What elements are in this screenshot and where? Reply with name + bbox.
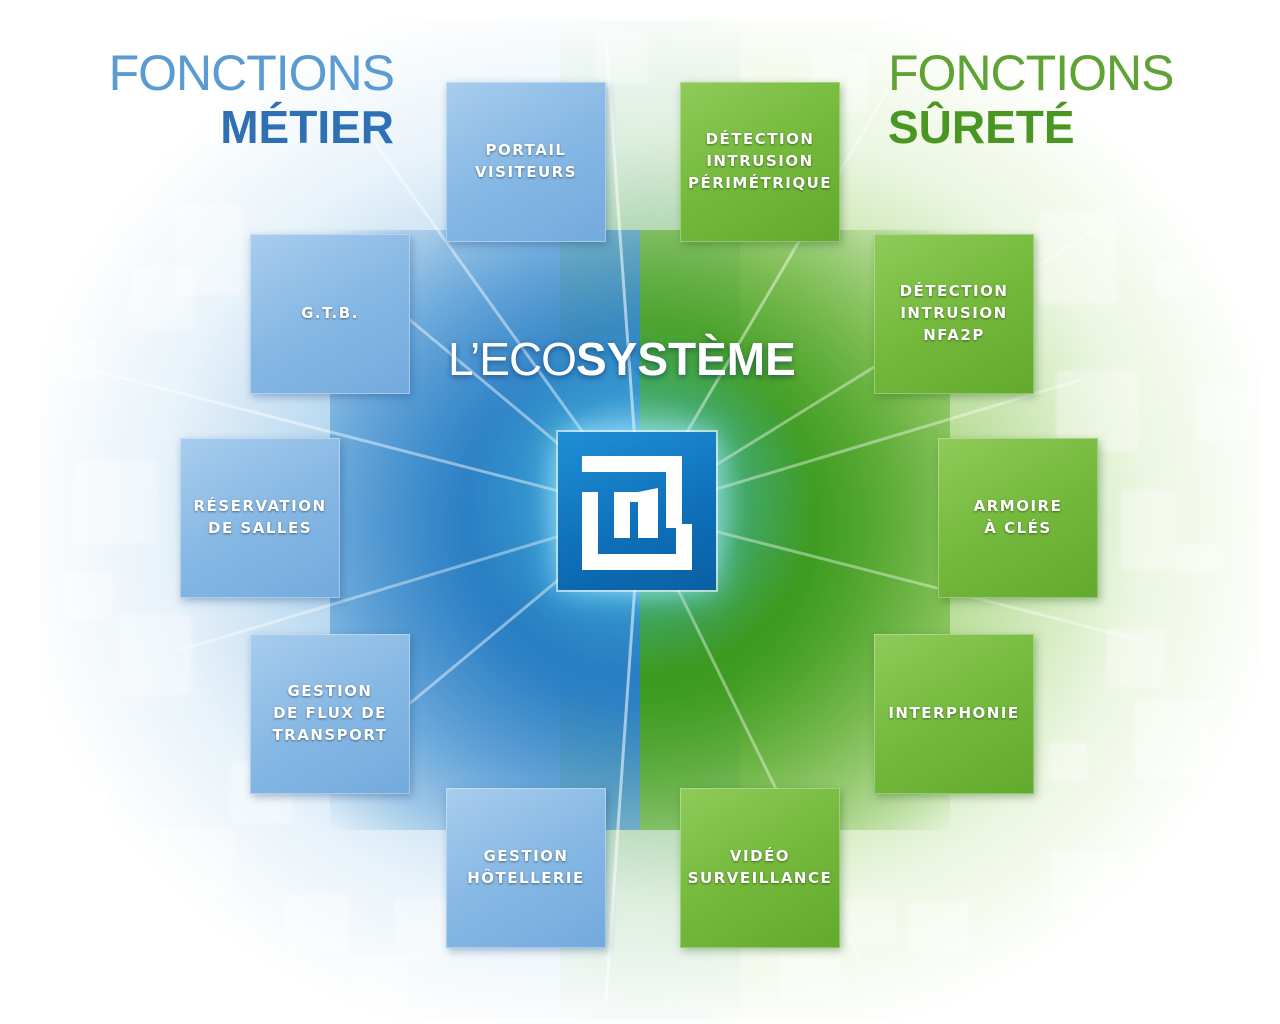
bg-square xyxy=(1050,744,1086,780)
bg-square xyxy=(908,904,968,952)
bg-square xyxy=(350,958,408,1012)
tile-label: G.T.B. xyxy=(301,304,359,323)
bg-square xyxy=(85,160,147,222)
tile-armoire-a-cles[interactable]: ARMOIRE À CLÉS xyxy=(938,438,1098,598)
bg-square xyxy=(178,206,240,294)
bg-square xyxy=(780,952,840,1000)
bg-square xyxy=(120,616,190,694)
bg-square xyxy=(66,574,110,618)
heading-left-line2: MÉTIER xyxy=(220,101,394,153)
bg-square xyxy=(56,340,96,380)
bg-square xyxy=(132,268,192,328)
bg-square xyxy=(30,45,74,89)
tile-label: GESTION HÔTELLERIE xyxy=(467,847,585,887)
title-thin: L’ECO xyxy=(448,333,577,385)
bg-square xyxy=(1040,212,1116,302)
tile-detection-intrusion-nfa2p[interactable]: DÉTECTION INTRUSION NFA2P xyxy=(874,234,1034,394)
tile-label: DÉTECTION INTRUSION NFA2P xyxy=(899,282,1009,344)
metier-heading: FONCTIONS MÉTIER xyxy=(96,45,395,153)
bg-square xyxy=(1058,372,1136,450)
tile-reservation-de-salles[interactable]: RÉSERVATION DE SALLES xyxy=(180,438,340,598)
tile-gtb[interactable]: G.T.B. xyxy=(250,234,410,394)
bg-square xyxy=(1108,630,1164,686)
bg-square xyxy=(76,462,156,542)
bg-square xyxy=(1122,492,1174,568)
heading-right-line1: FONCTIONS xyxy=(888,45,1174,101)
tile-detection-intrusion-perimetrique[interactable]: DÉTECTION INTRUSION PÉRIMÉTRIQUE xyxy=(680,82,840,242)
tile-label: DÉTECTION INTRUSION PÉRIMÉTRIQUE xyxy=(687,130,833,192)
tile-portail-visiteurs[interactable]: PORTAIL VISITEURS xyxy=(446,82,606,242)
bg-square xyxy=(596,32,646,82)
tile-label: VIDÉO SURVEILLANCE xyxy=(687,847,833,887)
bg-square xyxy=(52,788,108,840)
bg-square xyxy=(1156,262,1190,296)
heading-left-line1: FONCTIONS xyxy=(108,45,395,101)
tile-video-surveillance[interactable]: VIDÉO SURVEILLANCE xyxy=(680,788,840,948)
bg-square xyxy=(396,900,448,960)
bg-square xyxy=(1136,700,1214,778)
tile-label: RÉSERVATION DE SALLES xyxy=(193,497,327,537)
bg-square xyxy=(1200,810,1228,838)
bg-square xyxy=(156,830,232,900)
tile-label: PORTAIL VISITEURS xyxy=(474,141,578,181)
tile-label: GESTION DE FLUX DE TRANSPORT xyxy=(272,682,388,744)
ecosystem-logo-icon[interactable] xyxy=(558,432,716,590)
title-bold: SYSTÈME xyxy=(575,333,796,385)
tile-gestion-hotellerie[interactable]: GESTION HÔTELLERIE xyxy=(446,788,606,948)
tile-label: INTERPHONIE xyxy=(888,704,1020,723)
bg-square xyxy=(286,896,348,950)
bg-square xyxy=(1198,386,1252,440)
surete-heading: FONCTIONS SÛRETÉ xyxy=(888,48,1198,150)
ecosystem-title: L’ECOSYSTÈME xyxy=(448,336,838,382)
bg-square xyxy=(1203,106,1239,142)
tile-gestion-flux-transport[interactable]: GESTION DE FLUX DE TRANSPORT xyxy=(250,634,410,794)
bg-square xyxy=(1052,852,1122,912)
bg-square xyxy=(1176,546,1220,572)
tile-interphonie[interactable]: INTERPHONIE xyxy=(874,634,1034,794)
logo-mark xyxy=(582,456,692,570)
bg-square xyxy=(846,900,894,944)
heading-right-line2: SÛRETÉ xyxy=(888,101,1075,153)
tile-label: ARMOIRE À CLÉS xyxy=(973,497,1063,537)
